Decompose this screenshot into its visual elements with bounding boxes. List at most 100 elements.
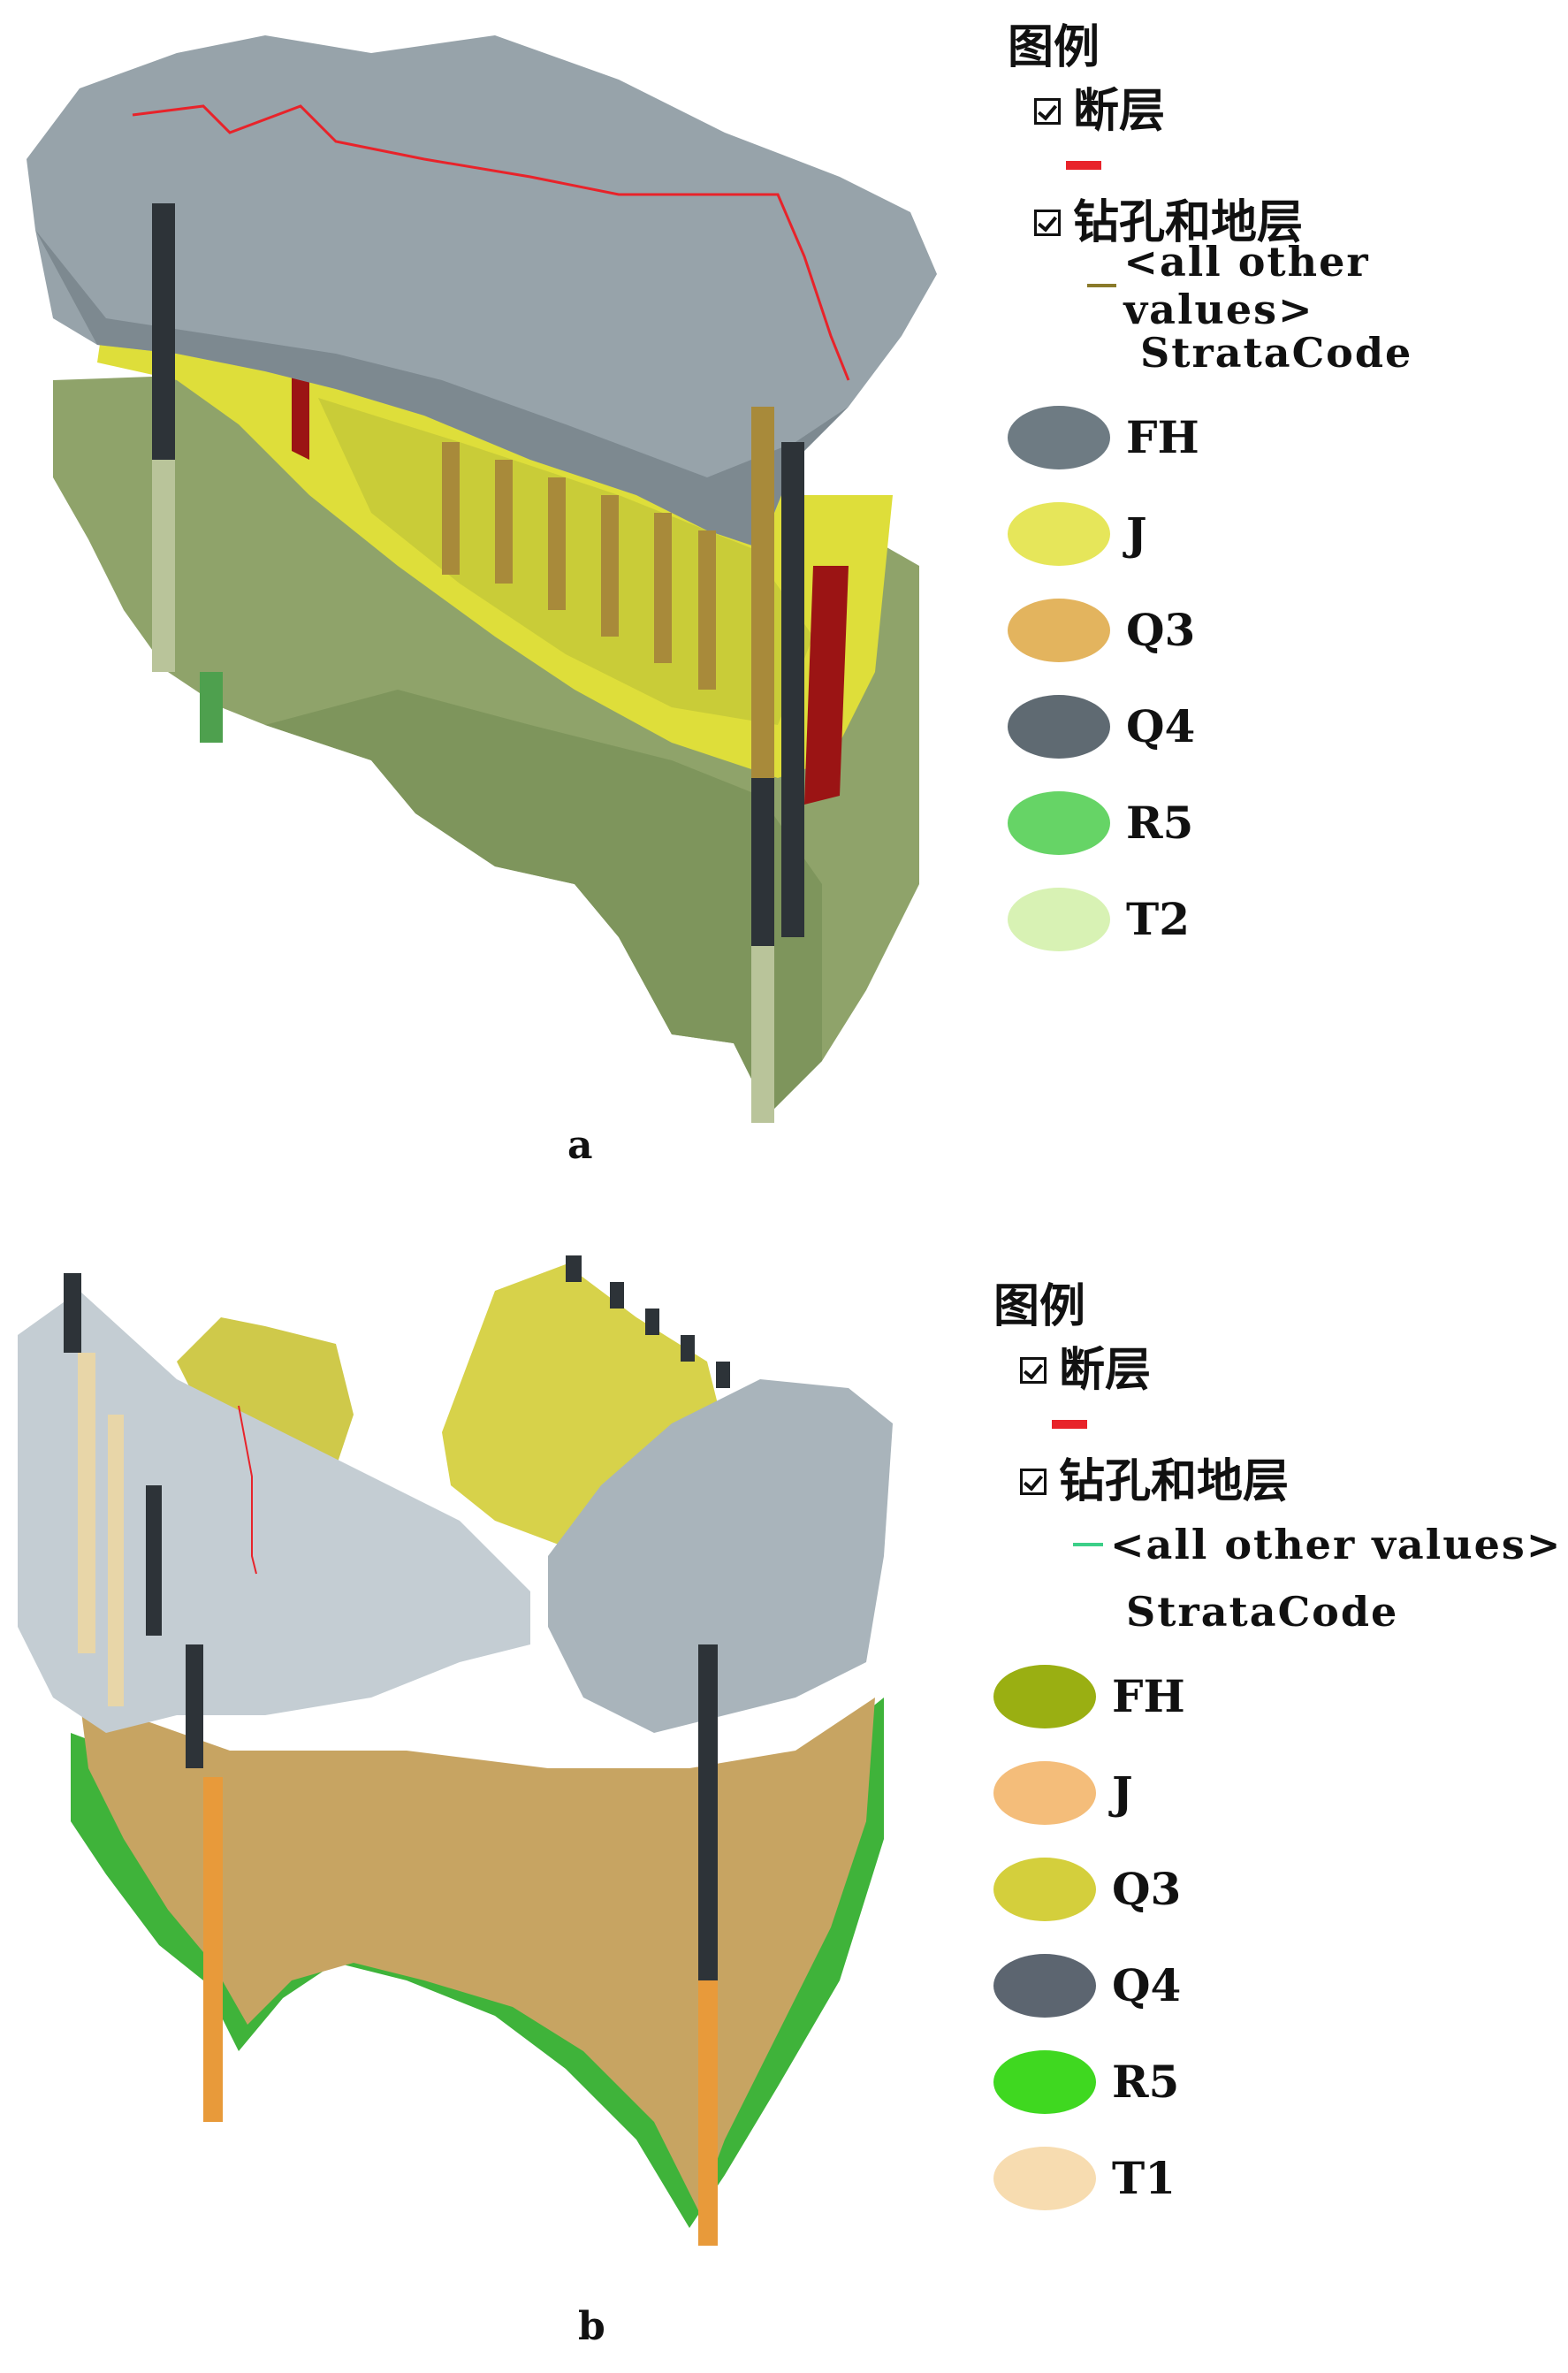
- legend-class-q3: Q3: [993, 1841, 1562, 1937]
- class-label: Q3: [1126, 604, 1196, 656]
- borehole-short-1: [442, 442, 460, 575]
- other-values-symbol: [1087, 284, 1117, 287]
- borehole-t2-segment: [152, 460, 175, 672]
- borehole-short-2: [495, 460, 513, 584]
- legend-class-r5: R5: [993, 2033, 1562, 2130]
- panel-b: b 图例 断层 钻孔和地层 <all other values> StrataC…: [0, 1202, 1568, 2373]
- panel-a: a 图例 断层 钻孔和地层 <all other values> StrataC…: [0, 0, 1568, 1185]
- class-swatch: [1008, 887, 1110, 951]
- fault-trace: [238, 1405, 257, 1575]
- legend-class-fh: FH: [1008, 389, 1568, 485]
- checkbox-icon[interactable]: [1020, 1469, 1047, 1495]
- fh-top-edge: [35, 230, 849, 548]
- other-values-row: <all other values>: [1087, 238, 1568, 333]
- borehole-q4-segment: [152, 203, 175, 460]
- fault-layer-row[interactable]: 断层: [1034, 80, 1568, 143]
- class-label: R5: [1112, 2056, 1180, 2108]
- class-label: T2: [1126, 893, 1190, 945]
- class-swatch: [993, 2146, 1096, 2210]
- borehole-j-segment-b: [698, 1980, 718, 2246]
- borehole-t1-segment-b: [108, 1415, 124, 1706]
- class-swatch: [1008, 694, 1110, 759]
- fault-plane-right: [804, 566, 849, 805]
- borehole-short-6: [698, 530, 716, 690]
- class-swatch: [993, 1857, 1096, 1921]
- class-swatch: [1008, 790, 1110, 855]
- fault-layer-label: 断层: [1073, 84, 1166, 138]
- borehole-j-segment: [203, 1777, 223, 2122]
- other-values-row: <all other values>: [1073, 1514, 1562, 1576]
- legend-class-q4: Q4: [1008, 678, 1568, 774]
- j-body: [80, 1698, 875, 2210]
- field-name: StrataCode: [1126, 1588, 1399, 1636]
- borehole-top-5: [716, 1362, 730, 1388]
- legend-title: 图例: [993, 1279, 1086, 1333]
- borehole-top-3: [645, 1309, 659, 1335]
- boreholes: [64, 1255, 730, 2246]
- class-label: J: [1126, 507, 1147, 560]
- class-swatch: [1008, 501, 1110, 566]
- legend-class-r5: R5: [1008, 774, 1568, 871]
- class-label: Q4: [1112, 1959, 1182, 2011]
- borehole-q4-segment-d: [698, 1644, 718, 1980]
- borehole-q4-segment: [64, 1273, 81, 1353]
- borehole-q4-segment-c: [186, 1644, 203, 1768]
- class-label: FH: [1126, 411, 1199, 463]
- other-values-label: <all other values>: [1123, 238, 1370, 333]
- other-values-label: <all other values>: [1110, 1521, 1563, 1568]
- class-label: Q4: [1126, 700, 1196, 752]
- borehole-t2-segment-b: [751, 946, 774, 1123]
- checkbox-icon[interactable]: [1034, 98, 1061, 125]
- class-label: T1: [1112, 2152, 1176, 2204]
- borehole-q4-segment-b: [751, 778, 774, 946]
- class-swatch: [993, 1664, 1096, 1728]
- legend-class-fh: FH: [993, 1648, 1562, 1744]
- panel-caption-b: b: [578, 2304, 605, 2349]
- legend-class-q3: Q3: [1008, 582, 1568, 678]
- legend-class-q4: Q4: [993, 1937, 1562, 2033]
- legend-class-t2: T2: [1008, 871, 1568, 967]
- legend-b: 图例 断层 钻孔和地层 <all other values> StrataCod…: [993, 1275, 1562, 2226]
- fault-symbol: [1066, 161, 1101, 170]
- borehole-q4-segment-c: [781, 442, 804, 937]
- geologic-model-3d-b: [18, 1255, 893, 2246]
- geologic-model-3d-a: [27, 35, 937, 1123]
- class-swatch: [993, 1953, 1096, 2018]
- class-label: R5: [1126, 797, 1194, 849]
- checkbox-icon[interactable]: [1020, 1357, 1047, 1384]
- field-name: StrataCode: [1140, 329, 1413, 377]
- borehole-short-4: [601, 495, 619, 637]
- checkbox-icon[interactable]: [1034, 210, 1061, 236]
- legend-class-j: J: [1008, 485, 1568, 582]
- borehole-short-3: [548, 477, 566, 610]
- fault-symbol: [1052, 1420, 1087, 1429]
- t2-body-shadow: [265, 690, 822, 1114]
- fault-layer-label: 断层: [1059, 1343, 1152, 1397]
- class-label: FH: [1112, 1670, 1185, 1722]
- class-swatch: [993, 1760, 1096, 1825]
- panel-caption-a: a: [567, 1123, 593, 1168]
- class-swatch: [993, 2049, 1096, 2114]
- class-swatch: [1008, 598, 1110, 662]
- borehole-r5-segment: [200, 672, 223, 743]
- fault-layer-row[interactable]: 断层: [1020, 1339, 1562, 1402]
- borehole-layer-row[interactable]: 钻孔和地层: [1034, 191, 1568, 255]
- class-label: Q3: [1112, 1863, 1182, 1915]
- borehole-layer-row[interactable]: 钻孔和地层: [1020, 1450, 1562, 1514]
- fault-trace: [132, 104, 850, 381]
- fh-surface-right: [548, 1379, 893, 1733]
- boreholes: [152, 203, 804, 1123]
- legend-a: 图例 断层 钻孔和地层 <all other values> StrataCod…: [1008, 16, 1568, 967]
- fh-top-surface: [27, 35, 937, 548]
- borehole-short-5: [654, 513, 672, 663]
- borehole-layer-label: 钻孔和地层: [1059, 1454, 1290, 1508]
- legend-class-j: J: [993, 1744, 1562, 1841]
- borehole-layer-label: 钻孔和地层: [1073, 195, 1304, 249]
- other-values-symbol: [1073, 1543, 1103, 1546]
- legend-title: 图例: [1008, 20, 1100, 74]
- class-swatch: [1008, 405, 1110, 469]
- borehole-top-1: [566, 1255, 582, 1282]
- borehole-q3-segment: [751, 407, 774, 778]
